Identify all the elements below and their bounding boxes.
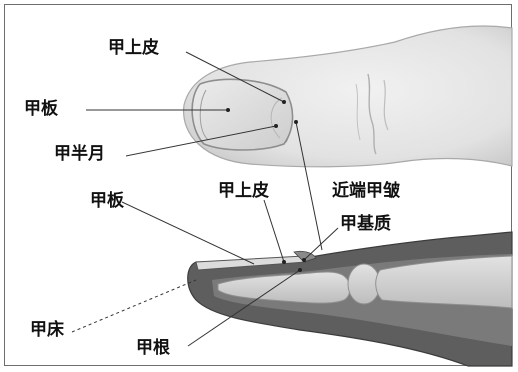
label-top-lunula: 甲半月: [54, 146, 105, 163]
label-side-nail-root: 甲根: [136, 340, 170, 357]
label-top-nail-plate: 甲板: [24, 101, 58, 118]
label-side-eponychium: 甲上皮: [218, 183, 269, 200]
finger-cross-section: [188, 232, 512, 366]
finger-top-view: [184, 26, 512, 167]
leader-side-nail-plate: [122, 202, 254, 264]
label-top-eponychium: 甲上皮: [108, 40, 159, 57]
label-side-nail-plate: 甲板: [90, 193, 124, 210]
leader-side-nail-bed: [72, 280, 196, 332]
label-side-matrix: 甲基质: [340, 216, 391, 233]
leader-side-eponychium: [264, 200, 284, 262]
label-side-nail-bed: 甲床: [30, 322, 64, 339]
label-side-proximal-fold: 近端甲皱: [332, 183, 400, 200]
